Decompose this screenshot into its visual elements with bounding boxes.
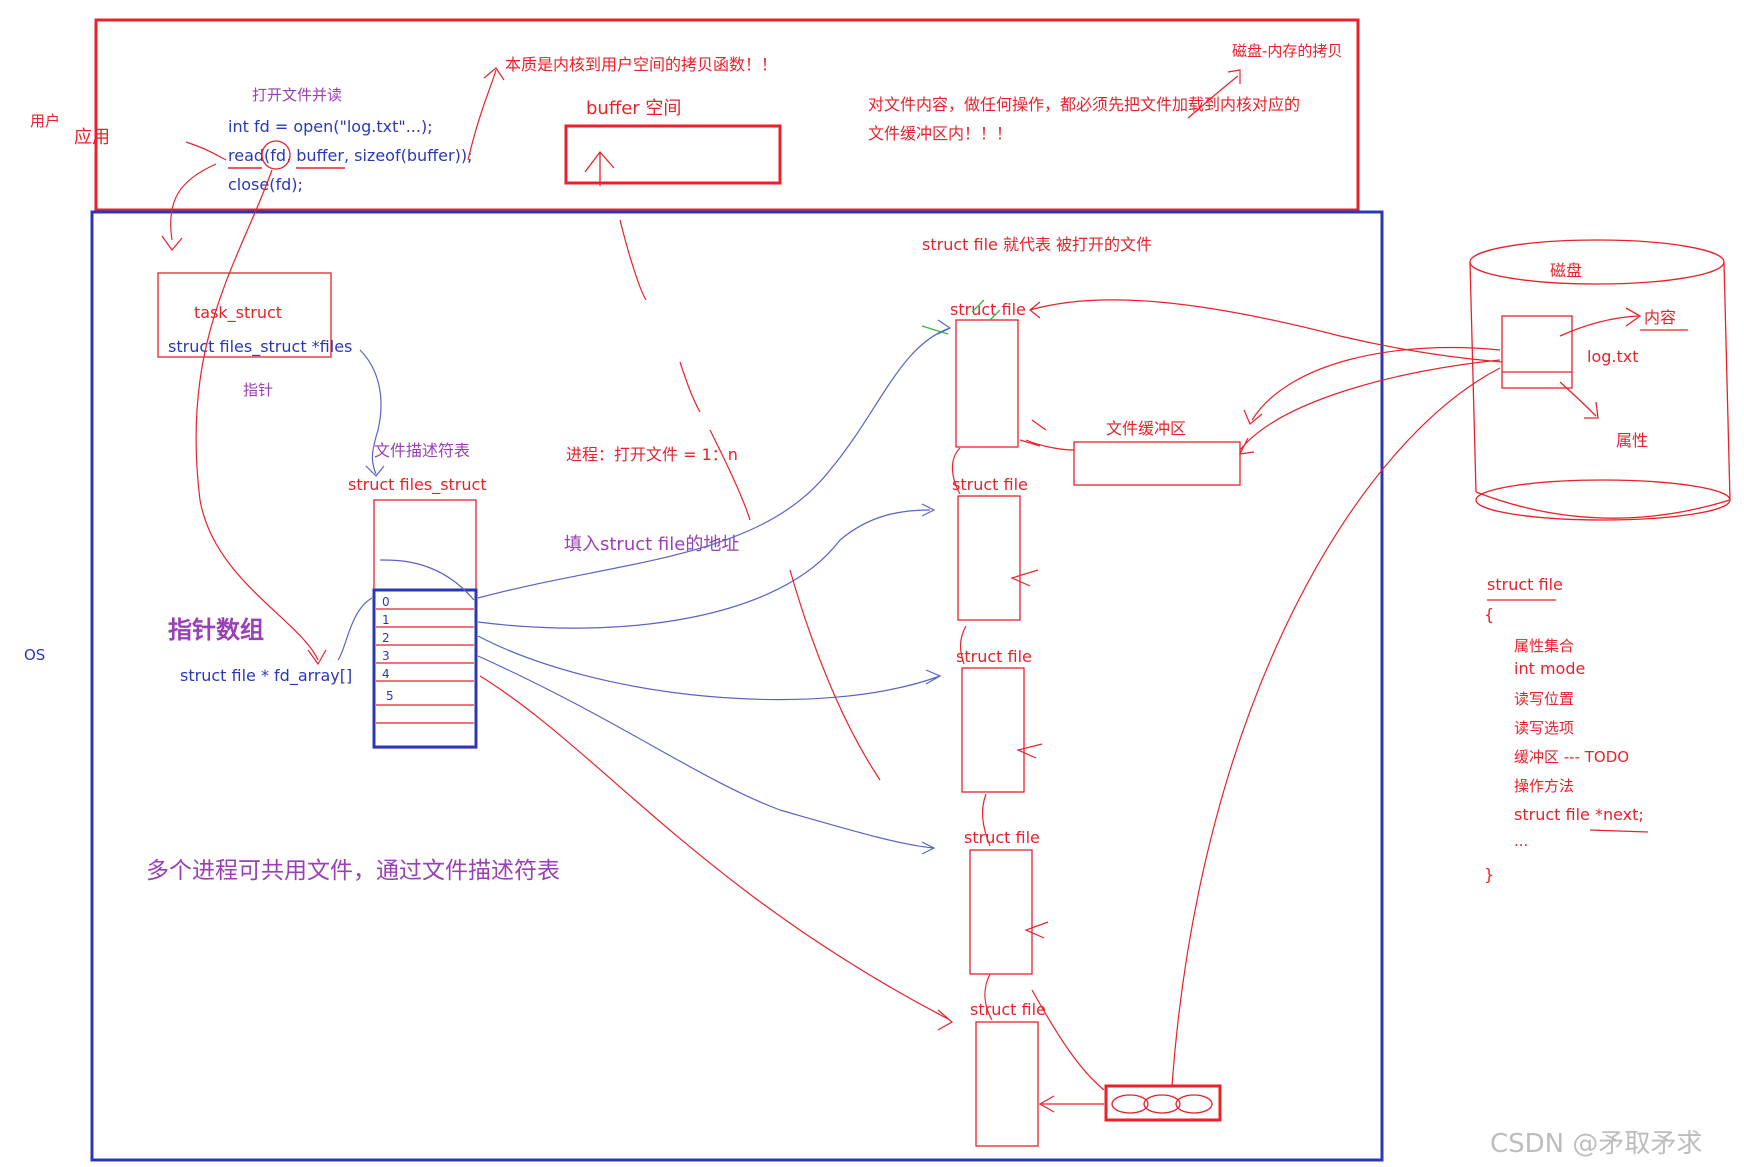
def-next-underline (1589, 829, 1649, 833)
user-buffer-box (564, 124, 782, 185)
green-check-marks (921, 299, 1001, 335)
app-label: 应用 (74, 127, 110, 148)
struct-file-label-2: struct file (952, 475, 1028, 494)
struct-file-box-5 (975, 1021, 1039, 1147)
list-node-loops (1111, 1094, 1213, 1114)
kernel-os-frame (90, 210, 1384, 1162)
code-open: int fd = open("log.txt"...); (228, 117, 433, 136)
struct-file-label-1: struct file (950, 300, 1026, 319)
process-files-ratio: 进程：打开文件 = 1：n (566, 445, 738, 464)
watermark: CSDN @矛取矛求 (1490, 1129, 1702, 1159)
fd-circle (261, 140, 291, 170)
user-space-frame (94, 18, 1360, 212)
struct-file-label-4: struct file (964, 828, 1040, 847)
struct-file-box-4 (969, 849, 1033, 975)
buffer-space-label: buffer 空间 (586, 98, 681, 119)
def-field-6: struct file *next; (1514, 805, 1644, 824)
struct-file-box-3 (961, 667, 1025, 793)
any-op-note-line1: 对文件内容，做任何操作，都必须先把文件加载到内核对应的 (868, 95, 1300, 114)
def-field-2: 读写位置 (1514, 690, 1574, 708)
fd-index-0: 0 (382, 595, 390, 609)
disk-cylinder (1469, 261, 1731, 519)
def-field-3: 读写选项 (1514, 719, 1574, 737)
blue-arrowheads (365, 319, 952, 855)
def-title: struct file (1487, 575, 1563, 594)
struct-file-represents-label: struct file 就代表 被打开的文件 (922, 235, 1152, 254)
log-file-box (1501, 315, 1573, 389)
pointer-array-label: 指针数组 (168, 616, 264, 644)
fd-array-rows (376, 608, 474, 724)
fd-table-label: 文件描述符表 (374, 441, 470, 460)
struct-file-box-1 (955, 319, 1019, 448)
content-label: 内容 (1644, 308, 1676, 327)
disk-bottom (1475, 479, 1731, 521)
def-field-7: ... (1514, 832, 1528, 850)
os-label: OS (24, 646, 45, 664)
disk-top (1469, 239, 1725, 285)
def-field-4: 缓冲区 --- TODO (1514, 748, 1629, 766)
files-struct-label: struct files_struct (348, 475, 487, 495)
def-open-brace: { (1484, 605, 1494, 624)
red-flow-arrows (161, 67, 1503, 1113)
fd-array-box (372, 588, 478, 749)
attributes-label: 属性 (1616, 431, 1648, 450)
file-buffer-box (1073, 441, 1241, 486)
def-field-1: int mode (1514, 659, 1585, 678)
share-note: 多个进程可共用文件，通过文件描述符表 (146, 858, 560, 884)
fd-array-label: struct file * fd_array[] (180, 666, 352, 686)
attributes-arrow (1559, 381, 1599, 419)
open-and-read-label: 打开文件并读 (252, 86, 342, 104)
log-txt-label: log.txt (1587, 347, 1639, 366)
struct-file-box-2 (957, 495, 1021, 621)
disk-label: 磁盘 (1550, 261, 1582, 280)
def-field-5: 操作方法 (1514, 777, 1574, 795)
file-buffer-label: 文件缓冲区 (1106, 419, 1186, 438)
list-node-box (1104, 1084, 1222, 1122)
struct-file-label-5: struct file (970, 1000, 1046, 1019)
any-op-note-line2: 文件缓冲区内！！！ (868, 124, 1012, 143)
fd-index-2: 2 (382, 631, 390, 645)
code-close: close(fd); (228, 175, 303, 194)
fd-index-5: 5 (386, 689, 394, 703)
pointer-label: 指针 (243, 381, 273, 399)
fd-pointer-arrows (337, 327, 951, 849)
files-pointer-label: struct files_struct *files (168, 337, 352, 357)
fd-index-1: 1 (382, 613, 390, 627)
fd-index-3: 3 (382, 649, 390, 663)
task-struct-box (157, 272, 332, 358)
task-struct-label: task_struct (194, 303, 282, 323)
struct-file-label-3: struct file (956, 647, 1032, 666)
content-arrow (1559, 307, 1642, 337)
disk-mem-copy-label: 磁盘-内存的拷贝 (1232, 42, 1342, 60)
def-close-brace: } (1484, 865, 1494, 884)
def-field-0: 属性集合 (1514, 637, 1574, 655)
fd-index-4: 4 (382, 667, 390, 681)
buffer-arrow-up (584, 150, 615, 186)
user-label: 用户 (30, 112, 60, 130)
copy-function-note: 本质是内核到用户空间的拷贝函数！！ (505, 55, 777, 74)
